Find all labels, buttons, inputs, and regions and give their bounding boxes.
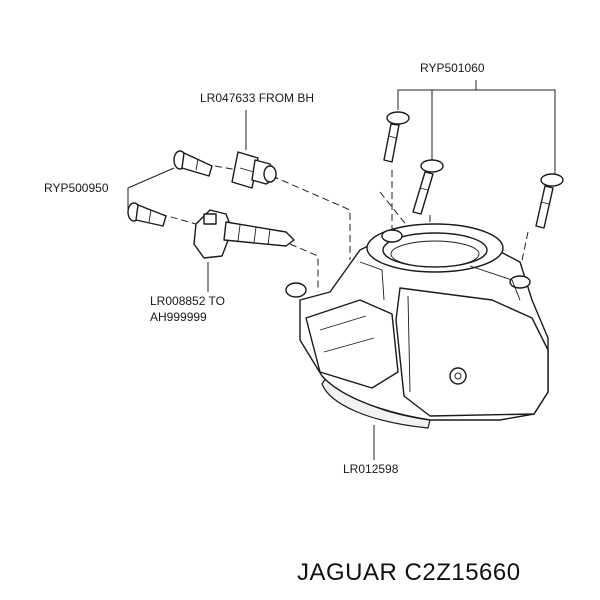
throttle-body [285,223,549,429]
sensor-lr008852 [193,209,295,259]
bolt-left-upper [173,150,213,177]
bolt-top-middle [412,159,444,215]
leader-lines [127,80,556,460]
label-lr008852-line1: LR008852 TO [150,294,225,308]
bolt-left-lower [127,202,167,227]
label-lr047633: LR047633 FROM BH [200,91,314,105]
bolt-top-right [535,173,564,229]
label-lr012598: LR012598 [343,462,399,476]
bolt-top-left [383,111,410,163]
part-number-caption: JAGUAR C2Z15660 [297,559,521,586]
label-ryp501060: RYP501060 [420,61,485,75]
sensor-lr047633 [231,151,277,189]
label-ryp500950: RYP500950 [44,181,109,195]
label-lr008852-line2: AH999999 [150,310,207,324]
